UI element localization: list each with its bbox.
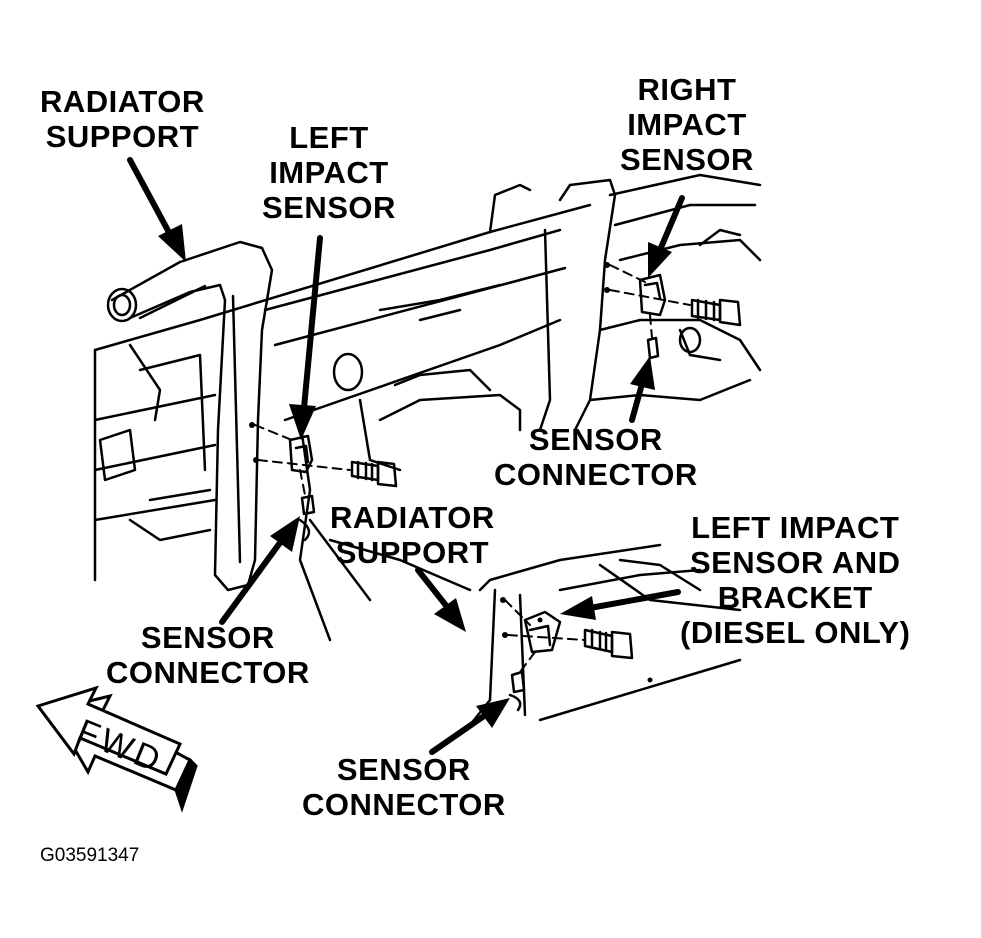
radiator-support-tube [106, 240, 274, 592]
arrow-sensor-connector-right [629, 356, 655, 423]
left-sensor-bolt [350, 460, 398, 488]
label-sensor-connector-left: SENSOR CONNECTOR [106, 620, 310, 690]
label-radiator-support-mid: RADIATOR SUPPORT [330, 500, 495, 570]
right-frame [488, 173, 762, 432]
label-sensor-connector-right: SENSOR CONNECTOR [494, 422, 698, 492]
label-line: SENSOR [620, 142, 754, 177]
label-line: SENSOR [140, 620, 275, 655]
label-right-impact-sensor: RIGHT IMPACT SENSOR [620, 72, 754, 177]
label-line: LEFT [289, 120, 369, 155]
label-line: SENSOR [528, 422, 663, 457]
arrow-radiator-support-top [127, 157, 186, 262]
fwd-arrow-icon [35, 685, 198, 813]
label-line: SUPPORT [335, 535, 490, 570]
label-line: SENSOR [262, 190, 396, 225]
label-line: CONNECTOR [494, 457, 698, 492]
mounting-dash-lines [254, 264, 691, 673]
label-left-impact-sensor-bracket: LEFT IMPACT SENSOR AND BRACKET (DIESEL O… [680, 510, 910, 650]
label-radiator-support-top: RADIATOR SUPPORT [40, 84, 205, 154]
label-line: LEFT IMPACT [691, 510, 900, 545]
arrow-left-impact-sensor [289, 235, 323, 440]
label-line: SENSOR [336, 752, 471, 787]
label-line: (DIESEL ONLY) [680, 615, 911, 650]
arrow-radiator-support-mid [415, 567, 466, 632]
arrow-diesel-bracket [560, 589, 681, 620]
arrow-sensor-connector-left [219, 516, 300, 625]
right-impact-sensor [638, 273, 667, 360]
label-line: RIGHT [637, 72, 737, 107]
label-line: IMPACT [627, 107, 747, 142]
label-line: SENSOR AND [689, 545, 901, 580]
frame-rails [93, 203, 592, 642]
arrow-right-impact-sensor [648, 195, 685, 278]
label-line: CONNECTOR [106, 655, 310, 690]
label-line: SUPPORT [45, 119, 200, 154]
label-line: RADIATOR [40, 84, 205, 119]
figure-code: G03591347 [40, 845, 140, 866]
right-sensor-bolt [690, 298, 742, 327]
label-line: CONNECTOR [302, 787, 506, 822]
label-line: RADIATOR [330, 500, 495, 535]
label-sensor-connector-bottom: SENSOR CONNECTOR [302, 752, 506, 822]
arrow-sensor-connector-bottom [429, 698, 510, 755]
label-line: BRACKET [717, 580, 873, 615]
fastener-dots [249, 262, 653, 683]
label-left-impact-sensor: LEFT IMPACT SENSOR [262, 120, 396, 225]
label-line: IMPACT [269, 155, 389, 190]
